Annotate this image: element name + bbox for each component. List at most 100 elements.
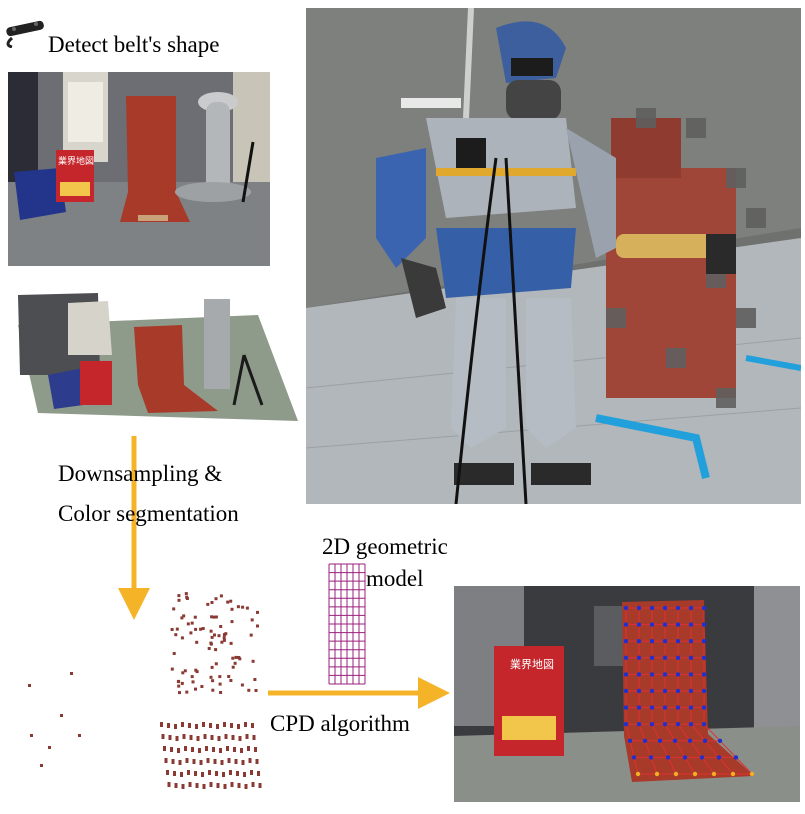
downsampled-point [174,724,177,729]
downsampled-point [201,772,204,777]
downsampled-point [188,782,192,787]
cpd-grid-line [677,723,691,742]
cpd-point [675,639,681,644]
downsampled-point [216,724,219,729]
cpd-arrow [268,677,450,709]
downsampled-point [245,606,249,610]
downsampled-point [211,688,215,692]
downsampled-point [177,748,180,753]
downsampled-point [244,722,247,727]
downsampled-point [210,665,214,669]
downsampled-point [186,622,190,626]
downsampled-point [180,616,184,620]
downsampled-point [190,621,194,625]
cpd-point [636,672,642,677]
downsampled-point [181,671,185,675]
cpd-anchor-point [749,771,755,777]
downsampled-point [181,784,185,789]
cpd-grid-line [664,723,676,742]
cpd-grid-line [644,740,652,758]
downsampled-point [187,770,190,775]
downsampled-point [247,688,251,692]
downsampled-point [240,683,244,687]
downsampled-point [210,635,214,639]
cpd-point [636,688,642,694]
downsampled-point [230,620,234,624]
cpd-point [623,605,629,611]
cpd-point [702,738,708,743]
cpd-point [675,688,681,694]
downsampled-point [180,681,184,685]
downsampled-point [170,667,174,671]
cpd-grid-line [633,757,639,775]
cpd-point [688,655,694,660]
downsampled-point [199,627,203,631]
downsampled-point [184,592,188,596]
cpd-point [623,655,629,660]
downsampled-point [215,771,218,776]
cpd-point [701,688,707,694]
downsampled-point [160,722,163,727]
downsampled-point [227,675,231,678]
downsampled-point [190,675,194,679]
downsampled-point [212,615,216,619]
cpd-point [636,605,642,611]
downsampled-point [199,760,203,765]
downsampled-point [196,736,200,741]
downsampled-point [192,759,196,764]
downsampled-point [209,782,213,787]
cpd-point [636,655,642,660]
downsampled-point [208,770,211,775]
downsampled-point [184,746,187,751]
downsampled-point [170,747,173,752]
downsampled-point [174,783,178,788]
downsampled-point [78,734,81,737]
downsampled-point [250,770,253,775]
downsampled-point [176,680,180,684]
cpd-grid-line [684,757,696,775]
cpd-point [662,622,668,627]
downsampled-point [243,772,246,777]
downsampled-point [161,734,165,739]
cpd-point [649,722,655,727]
downsampled-point [195,724,198,729]
downsampled-point [255,759,259,764]
downsampled-point [223,722,226,727]
cpd-point [688,605,694,611]
downsampled-point [230,607,234,611]
downsampling-arrow [118,436,150,620]
geometric-model-grid [328,563,366,685]
downsampled-point [212,747,215,752]
cpd-point [649,688,655,694]
cpd-point [623,722,629,727]
cpd-grid-line [690,723,706,742]
cpd-point [665,755,671,760]
downsampled-point [198,748,201,753]
magazine-title: 業界地図 [58,155,94,167]
downsampled-point [191,747,194,752]
downsampled-point [233,661,237,665]
downsampled-point [256,624,259,628]
downsampled-point [202,722,205,727]
downsampled-point [226,746,229,751]
downsampled-point [252,735,256,740]
cpd-grid-line [719,740,737,758]
downsampled-point [175,627,179,631]
cpd-anchor-point [711,771,717,777]
cpd-point [648,755,654,760]
downsampled-point [236,605,240,609]
cpd-point [701,639,707,644]
downsampled-point [189,631,193,635]
downsampled-point [180,636,184,640]
cpd-grid-line [735,757,753,775]
downsampled-point [222,636,226,640]
downsampled-point [222,638,226,642]
downsampled-point [175,736,179,741]
downsampled-point [210,615,214,619]
magazine-title-2: 業界地図 [510,658,554,671]
cpd-point [688,672,694,677]
cpd-grid-line [625,724,631,741]
cpd-point [716,755,722,760]
downsampled-point [195,783,199,788]
downsampled-point [70,672,73,675]
